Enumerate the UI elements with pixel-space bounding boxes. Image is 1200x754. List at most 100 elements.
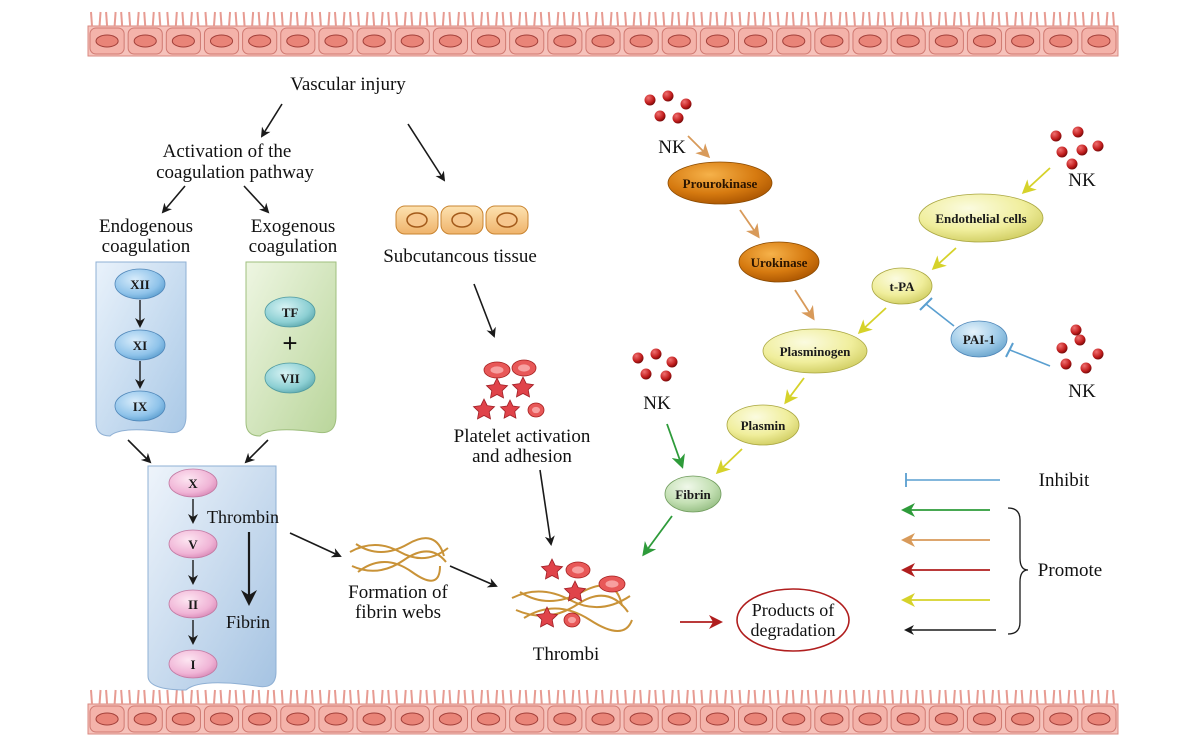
fibrin-node-label: Fibrin [675, 487, 711, 502]
nk-particle [644, 94, 656, 106]
vessel-fringe [944, 689, 948, 705]
vessel-fringe [594, 11, 598, 27]
cell-nucleus [629, 34, 653, 48]
vessel-fringe [471, 11, 475, 27]
vessel-fringe [632, 689, 636, 705]
vessel-fringe [204, 689, 208, 705]
vessel-fringe [501, 689, 505, 705]
vessel-fringe [380, 689, 384, 705]
vessel-fringe [456, 11, 460, 27]
cell-nucleus [515, 34, 539, 48]
vessel-fringe [524, 11, 528, 27]
endothelial-cells-node: Endothelial cells [918, 193, 1044, 243]
cell-nucleus [591, 34, 615, 48]
vessel-fringe [251, 11, 255, 27]
vessel-fringe [463, 689, 467, 705]
pai1-label: PAI-1 [963, 332, 995, 347]
vessel-fringe [601, 11, 604, 27]
vessel-fringe [365, 11, 369, 27]
factor-XI-label: XI [133, 338, 147, 353]
vessel-fringe [410, 11, 414, 27]
nk-particle [1050, 130, 1062, 142]
vessel-fringe [174, 689, 178, 705]
vessel-fringe [647, 689, 651, 705]
vessel-fringe [876, 689, 880, 705]
vessel-fringe [562, 11, 566, 27]
cell-nucleus [744, 34, 768, 48]
vessel-fringe [616, 11, 620, 27]
factor-XII-node: XII [114, 268, 166, 300]
vessel-fringe [98, 11, 102, 27]
factor-TF-label: TF [282, 305, 299, 320]
vessel-fringe [982, 11, 986, 27]
vessel-fringe [791, 11, 795, 27]
vessel-fringe [800, 689, 804, 705]
vessel-wall-top [87, 11, 1119, 57]
vessel-fringe [425, 11, 429, 27]
vessel-fringe [242, 689, 246, 705]
vessel-fringe [921, 689, 925, 705]
nk-particle [640, 368, 652, 380]
vessel-fringe [310, 11, 314, 27]
vessel-fringe [524, 689, 528, 705]
vessel-fringe [448, 11, 452, 27]
vessel-fringe [762, 689, 766, 705]
vessel-fringe [785, 11, 789, 27]
arrow-nk-to-prourokinase [687, 135, 711, 159]
fibrin-strand [349, 544, 449, 559]
vessel-fringe [212, 11, 216, 27]
subcutaneous-tissue-cells [395, 205, 529, 235]
cell-nucleus [858, 34, 882, 48]
vessel-fringe [357, 11, 361, 27]
cell-nucleus [934, 712, 958, 726]
red-blood-cell-center [518, 364, 530, 372]
vessel-fringe [624, 11, 628, 27]
vessel-fringe [495, 11, 499, 27]
thrombus-red-cell-center [572, 566, 584, 574]
vessel-fringe [562, 689, 566, 705]
vessel-fringe [1096, 11, 1100, 27]
vessel-fringe [639, 689, 643, 705]
nk-particle [1056, 342, 1068, 354]
nk-particle [1076, 144, 1088, 156]
factor-IX-label: IX [133, 399, 148, 414]
cell-nucleus [820, 712, 844, 726]
vessel-fringe [349, 11, 353, 27]
vessel-fringe [738, 11, 742, 27]
vessel-fringe [670, 11, 674, 27]
nk-label-top: NK [658, 137, 686, 158]
vessel-fringe [272, 11, 276, 27]
vessel-fringe [143, 689, 147, 705]
vessel-fringe [975, 689, 979, 705]
vessel-fringe [289, 689, 293, 705]
vessel-fringe [174, 11, 178, 27]
vessel-fringe [518, 689, 522, 705]
vessel-fringe [539, 689, 543, 705]
vessel-fringe [753, 11, 757, 27]
cell-nucleus [400, 34, 424, 48]
vessel-fringe [747, 689, 751, 705]
vessel-fringe [228, 689, 232, 705]
thrombin-label: Thrombin [207, 507, 279, 527]
vessel-fringe [654, 11, 658, 27]
vessel-fringe [577, 11, 581, 27]
vessel-fringe [899, 11, 903, 27]
vessel-fringe [333, 11, 337, 27]
arrow-fibrin-to-thrombi [642, 515, 673, 557]
arrow-tpa-to-plasminogen [857, 307, 887, 335]
vessel-fringe [571, 689, 575, 705]
vessel-fringe [823, 11, 827, 27]
fibrin-node: Fibrin [664, 475, 722, 513]
nk-particle [1074, 334, 1086, 346]
vessel-fringe [1052, 11, 1056, 27]
vessel-fringe [403, 11, 407, 27]
vessel-fringe [982, 689, 986, 705]
vessel-fringe [90, 11, 93, 27]
nk-particle [1092, 140, 1104, 152]
vessel-fringe [295, 11, 299, 27]
vessel-fringe [883, 689, 887, 705]
products-of-degradation-oval [736, 588, 850, 652]
vessel-fringe [441, 689, 445, 705]
factor-TF-node: TF [264, 296, 316, 328]
cell-nucleus [515, 712, 539, 726]
